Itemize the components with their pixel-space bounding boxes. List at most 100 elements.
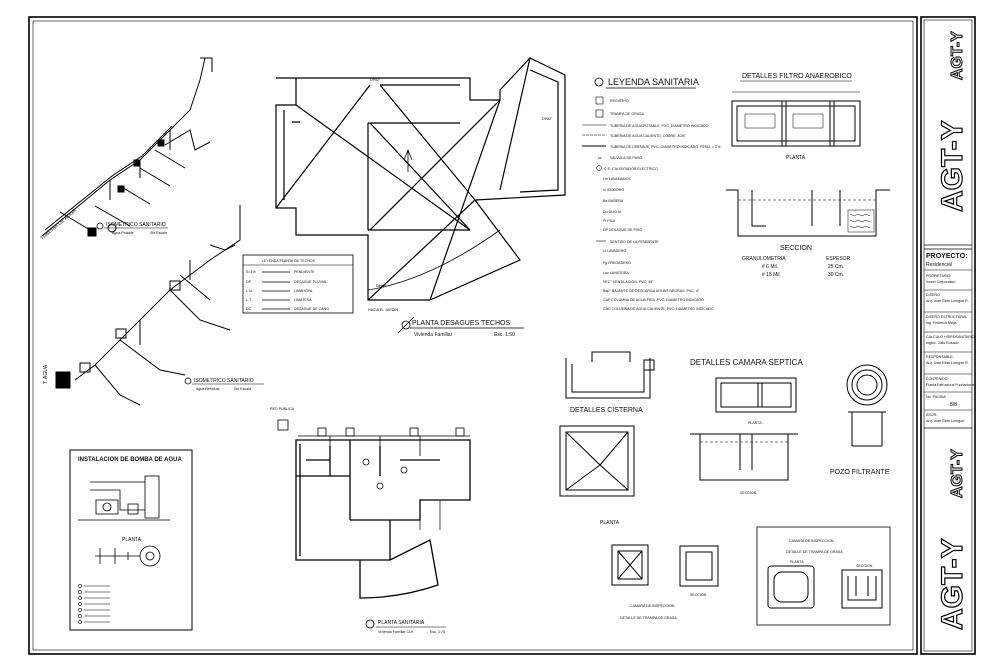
svg-text:Residencial: Residencial bbox=[926, 262, 952, 268]
svg-text:Lt LAVADERO: Lt LAVADERO bbox=[603, 249, 626, 253]
svg-text:Esc. 1:75: Esc. 1:75 bbox=[430, 630, 445, 634]
pump-legend bbox=[78, 584, 110, 624]
roof-drain-plan bbox=[275, 57, 566, 301]
pump-plan-label: PLANTA bbox=[122, 537, 142, 543]
grease-trap-title: CAMARA DE INSPECCION bbox=[789, 539, 834, 543]
svg-text:SECCION: SECCION bbox=[740, 491, 757, 495]
logo-top: AGT-Y AGT-Y bbox=[935, 30, 969, 212]
svg-text:Lm LAVAMANOS: Lm LAVAMANOS bbox=[603, 177, 631, 181]
svg-text:REGISTRO: REGISTRO bbox=[610, 99, 629, 103]
isometric-waste-drawing bbox=[55, 205, 241, 406]
svg-text:Du DUCHA: Du DUCHA bbox=[603, 210, 622, 214]
svg-text:SENTIDO DE LA PENDIENTE: SENTIDO DE LA PENDIENTE bbox=[610, 240, 659, 244]
svg-text:Arq. José Elias Lorrigue R.: Arq. José Elias Lorrigue R. bbox=[926, 361, 969, 365]
sanitary-legend-title: LEYENDA SANITARIA bbox=[608, 77, 699, 87]
svg-text:S=1%: S=1% bbox=[246, 270, 256, 274]
svg-text:Agua Potable: Agua Potable bbox=[112, 231, 134, 235]
filter-well-title: POZO FILTRANTE bbox=[830, 469, 890, 476]
inspection-chamber-drawing bbox=[611, 544, 719, 587]
svg-text:Sin Escala: Sin Escala bbox=[234, 387, 251, 391]
svg-text:HACIA EL JARDIN: HACIA EL JARDIN bbox=[368, 308, 398, 312]
svg-text:Planta Estructural Fundaciones: Planta Estructural Fundaciones bbox=[926, 383, 976, 387]
anaerobic-filter-plan bbox=[731, 91, 861, 147]
svg-text:Ing. Federico Mejia: Ing. Federico Mejia bbox=[926, 321, 957, 325]
svg-text:PLANTA: PLANTA bbox=[748, 421, 762, 425]
septic-title: DETALLES CAMARA SEPTICA bbox=[690, 358, 803, 367]
svg-text:C.E. CALENTADOR ELECTRICO: C.E. CALENTADOR ELECTRICO bbox=[604, 167, 658, 171]
svg-text:ASOR:: ASOR: bbox=[926, 413, 937, 417]
svg-text:LIMATESA: LIMATESA bbox=[294, 298, 312, 302]
svg-text:PROYECTO:: PROYECTO: bbox=[926, 253, 968, 260]
title-block-border bbox=[920, 16, 976, 655]
svg-text:TUBERIA DE DRENAJE, PVC, DIAME: TUBERIA DE DRENAJE, PVC, DIAMETRO INDICA… bbox=[610, 145, 721, 149]
svg-text:AGT-Y: AGT-Y bbox=[949, 449, 966, 498]
svg-text:Vivienda Familiar CLV: Vivienda Familiar CLV bbox=[378, 630, 414, 634]
svg-text:DP#2": DP#2" bbox=[376, 284, 387, 288]
svg-text:30 Cm.: 30 Cm. bbox=[828, 272, 844, 278]
anaerobic-filter-section bbox=[726, 189, 890, 237]
svg-text:Ba BAÑERA: Ba BAÑERA bbox=[603, 198, 624, 203]
inspection-chamber-title: CAMARA DE INSPECCION bbox=[630, 604, 675, 608]
septic-plan bbox=[715, 377, 797, 413]
svg-text:ESPESOR: ESPESOR bbox=[826, 256, 851, 262]
svg-text:Lav LAVADORA: Lav LAVADORA bbox=[603, 271, 629, 275]
svg-text:8/8: 8/8 bbox=[950, 402, 957, 408]
cistern-title: DETALLES CISTERNA bbox=[570, 407, 643, 414]
svg-text:TUBERIA DE AGUA POTABLE, PVC,: TUBERIA DE AGUA POTABLE, PVC, DIAMETRO I… bbox=[610, 124, 709, 128]
svg-text:SECCION: SECCION bbox=[690, 593, 707, 597]
filter-well-drawing bbox=[846, 364, 888, 447]
svg-text:# 6 Mil.: # 6 Mil. bbox=[762, 264, 778, 270]
svg-text:TUBERIA DE AGUA: TUBERIA DE AGUA bbox=[39, 208, 78, 242]
svg-text:AGT-Y: AGT-Y bbox=[949, 31, 966, 80]
svg-text:T. AGUA: T. AGUA bbox=[43, 364, 49, 384]
svg-text:SECCION: SECCION bbox=[856, 564, 873, 568]
pump-detail-frame bbox=[69, 449, 193, 631]
svg-text:CONTENIDO:: CONTENIDO: bbox=[926, 377, 949, 381]
isometric-water-drawing bbox=[41, 57, 213, 237]
svg-text:DETALLE DE TRAMPA DE GRASA: DETALLE DE TRAMPA DE GRASA bbox=[786, 550, 843, 554]
sanitary-plan-title: PLANTA SANITARIA bbox=[378, 620, 425, 626]
svg-text:PLANTA: PLANTA bbox=[790, 560, 804, 564]
svg-text:VEC° VENTILACION, PVC, 45°: VEC° VENTILACION, PVC, 45° bbox=[603, 280, 654, 284]
svg-text:Pi PILA: Pi PILA bbox=[603, 219, 616, 223]
title-block-fields: PROYECTO: Residencial PROPIETARIO: Inves… bbox=[924, 253, 976, 429]
svg-text:Agua Residual: Agua Residual bbox=[196, 387, 220, 391]
sheet-border bbox=[28, 16, 918, 655]
svg-text:In INODORO: In INODORO bbox=[603, 188, 624, 192]
svg-text:DP#2": DP#2" bbox=[370, 78, 381, 82]
svg-text:Fg FREGADERO: Fg FREGADERO bbox=[603, 261, 631, 265]
svg-text:CAF COLUMNA DE AGUA FRIA, PVC,: CAF COLUMNA DE AGUA FRIA, PVC, DIAMETRO … bbox=[603, 298, 704, 302]
svg-text:DP: DP bbox=[246, 280, 252, 284]
cistern-plan bbox=[559, 425, 635, 497]
svg-text:TRAMPA DE GRASA: TRAMPA DE GRASA bbox=[610, 112, 645, 116]
svg-text:Arq. José Elias Lorrigue: Arq. José Elias Lorrigue bbox=[926, 419, 964, 423]
isometric-1-title: ISOMETRICO SANITARIO bbox=[106, 222, 166, 228]
logo-bottom: AGT-Y AGT-Y bbox=[935, 448, 969, 630]
grease-trap-drawing bbox=[767, 565, 883, 609]
svg-text:Ingtec. Julio Rosado: Ingtec. Julio Rosado bbox=[926, 341, 959, 345]
svg-text:DC: DC bbox=[246, 307, 252, 311]
svg-text:RESPONSABLE:: RESPONSABLE: bbox=[926, 355, 954, 359]
svg-text:DISEÑO ESTRUCTURAL: DISEÑO ESTRUCTURAL bbox=[926, 314, 967, 319]
svg-text:TUBERIA DE AGUA CALIENTE, COBR: TUBERIA DE AGUA CALIENTE, COBRE, 40/5" bbox=[610, 134, 686, 138]
svg-text:PLANTA: PLANTA bbox=[786, 155, 806, 161]
svg-text:AGT-Y: AGT-Y bbox=[936, 538, 969, 630]
svg-text:PROPIETARIO:: PROPIETARIO: bbox=[926, 274, 951, 278]
svg-text:CAC COLUMNA DE AGUA CALIENTE,: CAC COLUMNA DE AGUA CALIENTE, PVC, DIAME… bbox=[603, 307, 714, 311]
svg-text:DESAGUE PLUVIAL: DESAGUE PLUVIAL bbox=[294, 280, 327, 284]
svg-text:# 15 Mil.: # 15 Mil. bbox=[762, 272, 781, 278]
svg-text:L.N.: L.N. bbox=[246, 289, 253, 293]
svg-text:25 Cm.: 25 Cm. bbox=[828, 264, 844, 270]
sanitary-legend-items: REGISTRO TRAMPA DE GRASA TUBERIA DE AGUA… bbox=[582, 96, 721, 311]
svg-text:GRANULOMETRIA: GRANULOMETRIA bbox=[742, 256, 786, 262]
svg-text:Arq. José Elias Lorrigue R.: Arq. José Elias Lorrigue R. bbox=[926, 299, 969, 303]
svg-text:RED PUBLICA: RED PUBLICA bbox=[270, 407, 295, 411]
pump-title: INSTALACION DE BOMBA DE AGUA bbox=[78, 457, 182, 463]
roof-legend-frame bbox=[242, 254, 354, 314]
svg-text:Vivienda Familiar: Vivienda Familiar bbox=[414, 332, 453, 338]
cistern-section bbox=[565, 351, 655, 399]
svg-text:PLANTA: PLANTA bbox=[600, 520, 620, 526]
svg-text:DP DESAGUE DE PISO: DP DESAGUE DE PISO bbox=[603, 228, 642, 232]
sanitary-plan-pipes bbox=[277, 419, 470, 490]
